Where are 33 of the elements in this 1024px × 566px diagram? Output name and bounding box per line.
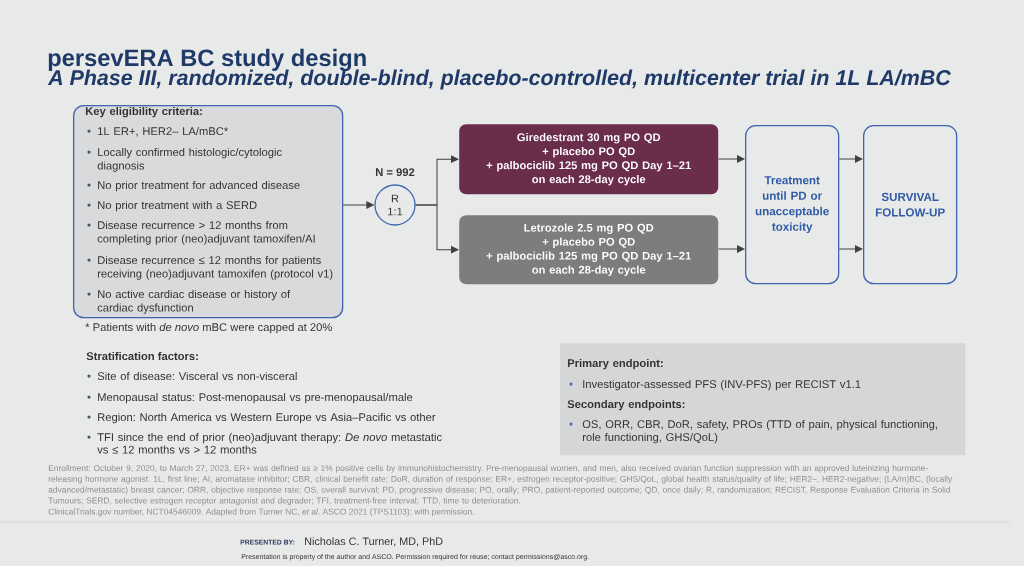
arrow (838, 245, 863, 253)
arm-box: Giredestrant 30 mg PO QD + placebo PO QD + palbociclib 125 mg PO QD Day 1–21 on each 28-day cycle (459, 124, 719, 195)
arrow (838, 155, 863, 163)
arrow (415, 204, 459, 254)
list-item: No prior treatment with a SERD (98, 200, 257, 212)
list-item: Locally confirmed histologic/cytologic diagnosis (97, 147, 282, 172)
list-item: Menopausal status: Post-menopausal vs pre-menopausal/male (98, 392, 413, 404)
list-item: TFI since the end of prior (neo)adjuvant therapy: De novo metastatic vs ≤ 12 months vs > 12 months (97, 432, 442, 454)
arrow (717, 155, 745, 163)
box-heading: Secondary endpoints: (567, 399, 685, 411)
process-box: SURVIVAL FOLLOW-UP (863, 125, 958, 285)
footnote: * Patients with de novo mBC were capped at 20% (85, 322, 332, 334)
arrow (342, 201, 374, 209)
subtitle: A Phase III, randomized, double-blind, placebo-controlled, multicenter trial in 1L LA/mBC (47, 69, 951, 90)
list-item: No prior treatment for advanced disease (98, 180, 300, 192)
list-item: Disease recurrence ≤ 12 months for patients receiving (neo)adjuvant tamoxifen (protocol v1) (97, 255, 333, 280)
sample-size-label: N = 992 (376, 168, 415, 177)
list-item: No active cardiac disease or history of cardiac dysfunction (97, 289, 291, 314)
list-item: Investigator-assessed PFS (INV-PFS) per RECIST v1.1 (583, 379, 861, 391)
list-item: 1L ER+, HER2– LA/mBC* (98, 126, 229, 137)
section-heading: Stratification factors: (86, 351, 198, 361)
list-item: Disease recurrence > 12 months from completing prior (neo)adjuvant tamoxifen/AI (97, 220, 315, 245)
list-item: OS, ORR, CBR, DoR, safety, PROs (TTD of pain, physical functioning, role functioning, GHS/QoL) (582, 419, 937, 444)
footnote: Enrollment: October 9, 2020, to March 27, 2023. ER+ was defined as ≥ 1% positive cells by immunohistochemistry. Pre-menopausal women, and men, also received ovarian function suppression with an approved luteinizing hormone-releasing hormone agonist. 1L, first line; AI, aromatase inhibitor; CBR, clinical benefit rate; DoR, duration of response; ER+, estrogen receptor-positive; GHS/QoL, global health status/quality of life; HER2–, HER2-negative; (LA/m)BC, (locally advanced/metastatic) breast cancer; ORR, objective response rate; OS, overall survival; PD, progressive disease; PO, orally; PRO, patient-reported outcome; QD, once daily; R, randomization; RECIST, Response Evaluation Criteria in Solid Tumours; SERD, selective estrogen receptor antagonist and degrader; TFI, treatment-free interval; TTD, time to deterioration. (48, 464, 953, 506)
box-heading: Primary endpoint: (567, 358, 663, 370)
footnote: ClinicalTrials.gov number, NCT04546009. Adapted from Turner NC, et al. ASCO 2021 (TPS1103); with permission. (48, 508, 474, 517)
list-item: Region: North America vs Western Europe vs Asia–Pacific vs other (98, 412, 436, 424)
list-item: Site of disease: Visceral vs non-visceral (97, 371, 297, 381)
presenter-name: Nicholas C. Turner, MD, PhD (305, 537, 443, 547)
box-heading: Key eligibility criteria: (85, 106, 202, 118)
arm-box: Letrozole 2.5 mg PO QD + placebo PO QD + palbociclib 125 mg PO QD Day 1–21 on each 28-day cycle (459, 215, 719, 285)
process-box: Treatment until PD or unacceptable toxicity (745, 125, 840, 285)
arrow (717, 245, 745, 253)
